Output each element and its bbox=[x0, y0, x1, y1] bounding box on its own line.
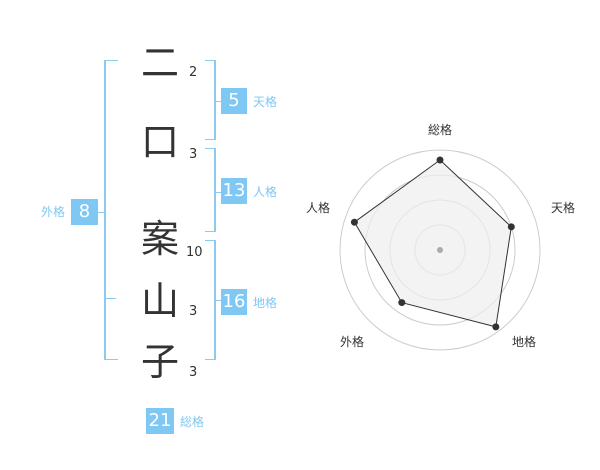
radar-axis-label-tenkaku: 天格 bbox=[551, 201, 576, 215]
name-char-5: 子 bbox=[141, 340, 180, 384]
jinkaku-connector bbox=[216, 192, 221, 193]
name-char-2: 口 bbox=[141, 120, 180, 164]
radar-grid-ring bbox=[339, 149, 541, 351]
radar-center-point bbox=[437, 247, 443, 253]
name-char-3: 案 bbox=[141, 217, 180, 261]
tenkaku-label: 天格 bbox=[253, 95, 278, 109]
chikaku-value: 16 bbox=[221, 289, 247, 315]
radar-point-1 bbox=[436, 156, 444, 164]
jinkaku-label: 人格 bbox=[253, 185, 278, 199]
radar-axis-label-jinkaku: 人格 bbox=[306, 201, 331, 215]
soukaku-label: 総格 bbox=[180, 415, 205, 429]
stroke-count-4: 3 bbox=[189, 304, 198, 319]
stroke-count-5: 3 bbox=[189, 365, 198, 380]
gaikaku-label: 外格 bbox=[41, 205, 66, 219]
radar-series-polygon bbox=[353, 159, 512, 328]
radar-point-2 bbox=[507, 223, 515, 231]
stroke-count-2: 3 bbox=[189, 147, 198, 162]
chikaku-connector bbox=[216, 300, 221, 301]
radar-point-3 bbox=[492, 323, 500, 331]
radar-axis-label-soukaku: 総格 bbox=[428, 123, 453, 137]
name-char-1: 二 bbox=[141, 41, 180, 85]
radar-axis-label-chikaku: 地格 bbox=[512, 335, 537, 349]
tenkaku-value: 5 bbox=[221, 88, 247, 114]
stroke-count-1: 2 bbox=[189, 65, 198, 80]
gaikaku-connector bbox=[96, 212, 104, 213]
jinkaku-bracket bbox=[205, 148, 216, 232]
jinkaku-value: 13 bbox=[221, 178, 247, 204]
gaikaku-value: 8 bbox=[71, 199, 98, 225]
name-char-4: 山 bbox=[141, 279, 180, 323]
tenkaku-connector bbox=[216, 101, 221, 102]
gaikaku-bracket bbox=[104, 60, 118, 360]
gaikaku-bracket-tick bbox=[104, 298, 116, 299]
radar-axis-label-gaikaku: 外格 bbox=[340, 335, 365, 349]
radar-point-4 bbox=[398, 299, 406, 307]
stroke-count-3: 10 bbox=[186, 245, 203, 260]
tenkaku-bracket bbox=[205, 60, 216, 140]
soukaku-value: 21 bbox=[146, 408, 174, 434]
radar-point-5 bbox=[350, 218, 358, 226]
chikaku-bracket bbox=[205, 240, 216, 360]
chikaku-label: 地格 bbox=[253, 296, 278, 310]
